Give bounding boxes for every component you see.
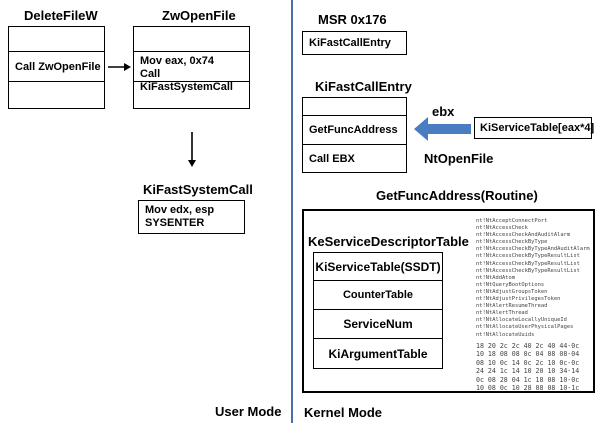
service-list-item: nt!NtAllocateUserPhysicalPages bbox=[476, 324, 574, 331]
kifastcallentry-row-empty bbox=[303, 98, 406, 116]
deletefilew-title: DeleteFileW bbox=[24, 8, 98, 23]
deletefilew-row-empty-2 bbox=[9, 82, 104, 109]
ebx-arrow-head bbox=[414, 117, 428, 141]
sdt-table: KiServiceTable(SSDT) CounterTable Servic… bbox=[313, 252, 443, 369]
service-list-item: nt!NtAddAtom bbox=[476, 274, 515, 281]
sdt-row-kiargumenttable: KiArgumentTable bbox=[328, 346, 428, 361]
service-list-item: nt!NtAccessCheckByTypeResultList bbox=[476, 260, 580, 267]
kiservicetable-index: KiServiceTable[eax*4] bbox=[480, 122, 595, 134]
msr-title: MSR 0x176 bbox=[318, 12, 387, 27]
service-list-item: nt!NtAlertThread bbox=[476, 310, 528, 317]
zwopenfile-code-row: Mov eax, 0x74 Call KiFastSystemCall bbox=[134, 52, 249, 93]
kifastcallentry-call-ebx: Call EBX bbox=[309, 153, 355, 165]
service-list-item: nt!NtAccessCheckAndAuditAlarm bbox=[476, 232, 571, 239]
service-list-item: nt!NtAcceptConnectPort bbox=[476, 218, 548, 224]
sdt-row-servicenum: ServiceNum bbox=[314, 310, 442, 339]
sdt-row-countertable: CounterTable bbox=[314, 281, 442, 310]
service-list-item: nt!NtAccessCheckByTypeResultList bbox=[476, 253, 580, 260]
kiservicetable-index-box: KiServiceTable[eax*4] bbox=[474, 117, 595, 139]
kifastsystemcall-box: Mov edx, esp SYSENTER bbox=[138, 200, 245, 234]
hex-row: 10 18 08 08 0c 04 08 08-04 bbox=[476, 350, 580, 359]
kifastsystemcall-line-2: SYSENTER bbox=[145, 217, 205, 229]
service-list-item: nt!NtAdjustPrivilegesToken bbox=[476, 296, 561, 303]
ntopenfile-label: NtOpenFile bbox=[424, 151, 494, 166]
zwopenfile-row-empty-1 bbox=[134, 27, 249, 52]
service-list-item: nt!NtAccessCheckByTypeAndAuditAlarm bbox=[476, 246, 590, 253]
kifastsystemcall-title: KiFastSystemCall bbox=[143, 182, 253, 197]
ebx-arrow-shaft bbox=[426, 124, 471, 134]
service-list-item: nt!NtAlertResumeThread bbox=[476, 303, 548, 310]
zwopenfile-line-1: Mov eax, 0x74 bbox=[140, 55, 214, 67]
msr-box: KiFastCallEntry bbox=[302, 31, 407, 55]
kifastsystemcall-code: Mov edx, esp SYSENTER bbox=[139, 201, 244, 233]
kifastcallentry-title: KiFastCallEntry bbox=[315, 79, 412, 94]
service-list-item: nt!NtAccessCheckByTypeResultList bbox=[476, 267, 580, 274]
deletefilew-box: Call ZwOpenFile bbox=[8, 26, 105, 109]
kernel-mode-label: Kernel Mode bbox=[304, 405, 383, 420]
ebx-label: ebx bbox=[432, 104, 455, 119]
arrow-zwopenfile-to-kifastsystemcall-head bbox=[188, 160, 196, 167]
zwopenfile-row-empty-2 bbox=[134, 82, 249, 109]
msr-entry: KiFastCallEntry bbox=[309, 37, 391, 49]
hex-row: 10 08 0c 10 28 08 08 10-1c bbox=[476, 384, 580, 393]
arrow-deletefile-to-zwopenfile-head bbox=[124, 63, 131, 71]
hex-row: 0c 08 28 04 1c 18 08 10-0c bbox=[476, 375, 580, 384]
deletefilew-call-row: Call ZwOpenFile bbox=[9, 52, 104, 82]
kifastcallentry-getfuncaddress: GetFuncAddress bbox=[303, 116, 406, 145]
service-list-item: nt!NtAccessCheck bbox=[476, 225, 528, 232]
getfuncaddress-routine-title: GetFuncAddress(Routine) bbox=[376, 188, 538, 203]
hex-row: 08 10 0c 14 0c 2c 10 0c-0c bbox=[476, 358, 580, 367]
service-list-item: nt!NtAllocateLocallyUniqueId bbox=[476, 317, 567, 324]
kifastcallentry-box: GetFuncAddress Call EBX bbox=[302, 97, 407, 173]
service-list-item: nt!NtQueryBootOptions bbox=[476, 281, 545, 288]
zwopenfile-title: ZwOpenFile bbox=[162, 8, 236, 23]
service-list-item: nt!NtAccessCheckByType bbox=[476, 239, 548, 246]
zwopenfile-box: Mov eax, 0x74 Call KiFastSystemCall bbox=[133, 26, 250, 109]
sdt-title: KeServiceDescriptorTable bbox=[308, 234, 469, 249]
service-list-item: nt!NtAdjustGroupsToken bbox=[476, 288, 548, 295]
sdt-row-kiservicetable: KiServiceTable(SSDT) bbox=[314, 253, 442, 281]
service-list-item: nt!NtAllocateUuids bbox=[476, 331, 535, 338]
deletefilew-row-empty-1 bbox=[9, 27, 104, 52]
user-mode-label: User Mode bbox=[215, 404, 282, 419]
hex-row: 24 24 1c 14 10 20 10 34-14 bbox=[476, 367, 580, 376]
hex-row: 18 20 2c 2c 40 2c 40 44-0c bbox=[476, 342, 580, 350]
kifastsystemcall-line-1: Mov edx, esp bbox=[145, 204, 215, 216]
zwopenfile-line-2: Call KiFastSystemCall bbox=[140, 68, 233, 93]
